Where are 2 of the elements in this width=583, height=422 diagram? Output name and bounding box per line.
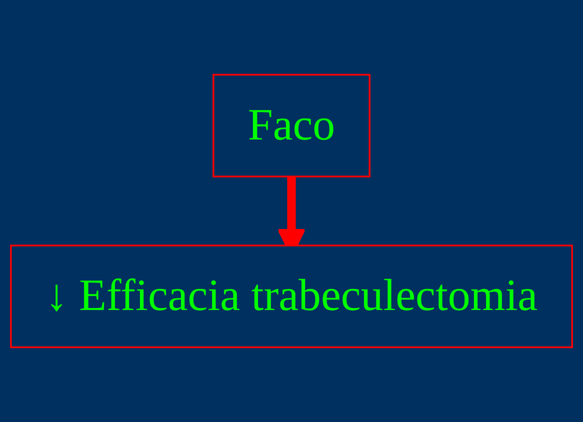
node-box: ↓ Efficacia trabeculectomia	[10, 244, 573, 348]
node-box: Faco	[212, 74, 370, 178]
